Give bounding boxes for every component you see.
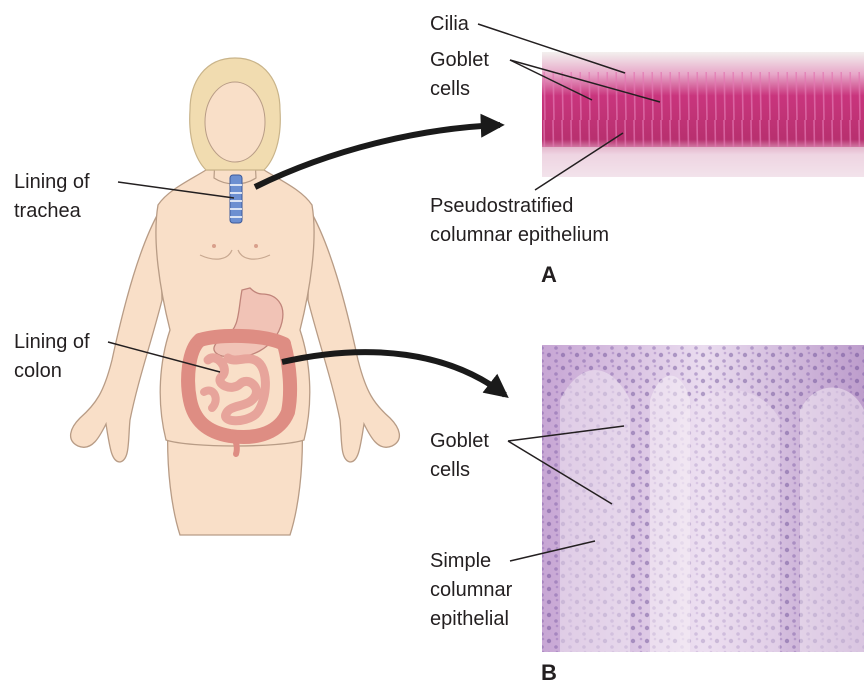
micrograph-b-colon (542, 345, 864, 652)
label-cilia: Cilia (430, 13, 470, 35)
label-simple-line1: Simple (430, 550, 491, 572)
label-simple-line3: epithelial (430, 608, 509, 630)
micrograph-a-trachea (542, 52, 864, 177)
human-figure (71, 58, 400, 535)
label-goblet-a-line2: cells (430, 78, 470, 100)
face (205, 82, 265, 162)
label-trachea-line2: trachea (14, 200, 82, 222)
label-pseudo-line2: columnar epithelium (430, 224, 609, 246)
label-simple-line2: columnar (430, 579, 513, 601)
arrow-to-a (255, 125, 500, 187)
label-trachea-line1: Lining of (14, 171, 90, 193)
label-pseudo-line1: Pseudostratified (430, 195, 573, 217)
trachea-illustration (230, 175, 242, 223)
label-goblet-a-line1: Goblet (430, 49, 489, 71)
arrow-to-b (282, 352, 505, 395)
label-colon-line2: colon (14, 360, 62, 382)
label-goblet-b-line1: Goblet (430, 430, 489, 452)
label-colon-line1: Lining of (14, 331, 90, 353)
label-goblet-b-line2: cells (430, 459, 470, 481)
right-arm (308, 210, 399, 462)
panel-label-a: A (541, 262, 557, 287)
panel-label-b: B (541, 660, 557, 685)
